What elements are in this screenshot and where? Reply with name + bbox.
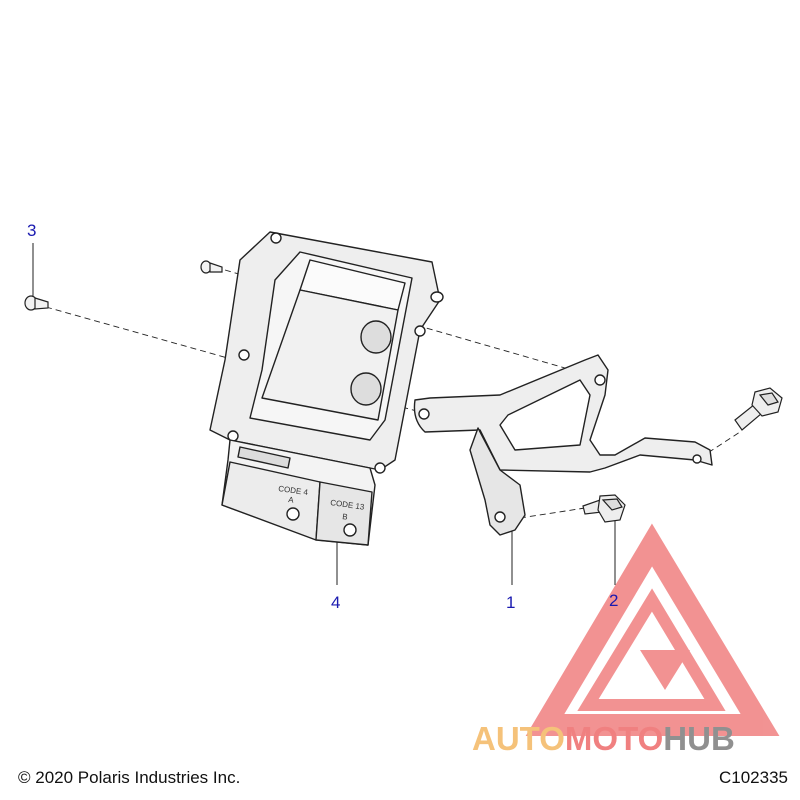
callout-3: 3 xyxy=(27,221,37,240)
flange-bolt-icon xyxy=(582,494,626,523)
control-module xyxy=(209,231,444,546)
wordmark-moto: MOTO xyxy=(565,720,663,757)
module-code-a: CODE 4 xyxy=(278,484,309,497)
copyright-text: © 2020 Polaris Industries Inc. xyxy=(18,768,241,787)
callout-2: 2 xyxy=(609,591,619,610)
bolt-icon xyxy=(24,295,49,311)
flange-bolt-icon xyxy=(734,387,783,431)
watermark-wordmark: AUTOMOTOHUB xyxy=(472,720,735,757)
watermark-logo xyxy=(525,523,780,736)
mounting-bracket xyxy=(413,354,713,536)
module-letter-b: B xyxy=(342,512,349,522)
module-letter-a: A xyxy=(288,495,295,505)
figure-id: C102335 xyxy=(718,768,788,787)
bolt-icon xyxy=(200,260,223,274)
wordmark-auto: AUTO xyxy=(472,720,565,757)
callout-4: 4 xyxy=(331,593,341,612)
wordmark-hub: HUB xyxy=(663,720,735,757)
callout-1: 1 xyxy=(506,593,516,612)
